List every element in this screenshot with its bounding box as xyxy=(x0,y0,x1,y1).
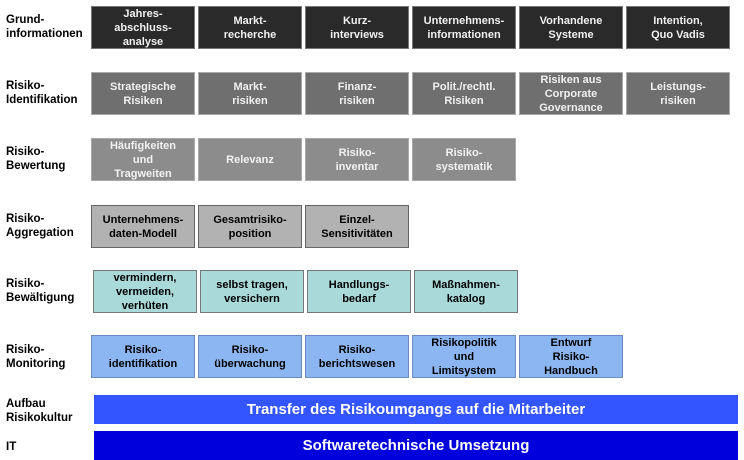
diagram-box: Unternehmens- informationen xyxy=(412,6,516,49)
row-label: Grund- informationen xyxy=(6,14,83,40)
bar-label: Aufbau Risikokultur xyxy=(6,398,73,424)
diagram-box: Vorhandene Systeme xyxy=(519,6,623,49)
diagram-box: Polit./rechtl. Risiken xyxy=(412,72,516,115)
diagram-box: Markt- risiken xyxy=(198,72,302,115)
row-label: Risiko- Identifikation xyxy=(6,80,78,106)
diagram-box: Kurz- interviews xyxy=(305,6,409,49)
diagram-box: Finanz- risiken xyxy=(305,72,409,115)
full-width-bar: Softwaretechnische Umsetzung xyxy=(94,431,738,460)
bar-label: IT xyxy=(6,441,17,453)
diagram-box: Intention, Quo Vadis xyxy=(626,6,730,49)
diagram-box: selbst tragen, versichern xyxy=(200,270,304,313)
diagram-box: Häufigkeiten und Tragweiten xyxy=(91,138,195,181)
diagram-box: Entwurf Risiko- Handbuch xyxy=(519,335,623,378)
full-width-bar: Transfer des Risikoumgangs auf die Mitar… xyxy=(94,395,738,424)
diagram-box: Unternehmens- daten-Modell xyxy=(91,205,195,248)
diagram-box: Risiko- berichtswesen xyxy=(305,335,409,378)
diagram-box: vermindern, vermeiden, verhüten xyxy=(93,270,197,313)
diagram-box: Strategische Risiken xyxy=(91,72,195,115)
row-label: Risiko- Monitoring xyxy=(6,344,66,370)
diagram-box: Leistungs- risiken xyxy=(626,72,730,115)
diagram-box: Risiken aus Corporate Governance xyxy=(519,72,623,115)
diagram-box: Handlungs- bedarf xyxy=(307,270,411,313)
diagram-box: Markt- recherche xyxy=(198,6,302,49)
diagram-box: Risiko- identifikation xyxy=(91,335,195,378)
diagram-box: Maßnahmen- katalog xyxy=(414,270,518,313)
diagram-box: Einzel- Sensitivitäten xyxy=(305,205,409,248)
diagram-box: Relevanz xyxy=(198,138,302,181)
row-label: Risiko- Aggregation xyxy=(6,213,74,239)
diagram-box: Risiko- überwachung xyxy=(198,335,302,378)
diagram-box: Risikopolitik und Limitsystem xyxy=(412,335,516,378)
diagram-box: Jahres- abschluss- analyse xyxy=(91,6,195,49)
row-label: Risiko- Bewältigung xyxy=(6,278,75,304)
diagram-box: Risiko- systematik xyxy=(412,138,516,181)
row-label: Risiko- Bewertung xyxy=(6,146,66,172)
diagram-box: Gesamtrisiko- position xyxy=(198,205,302,248)
diagram-box: Risiko- inventar xyxy=(305,138,409,181)
